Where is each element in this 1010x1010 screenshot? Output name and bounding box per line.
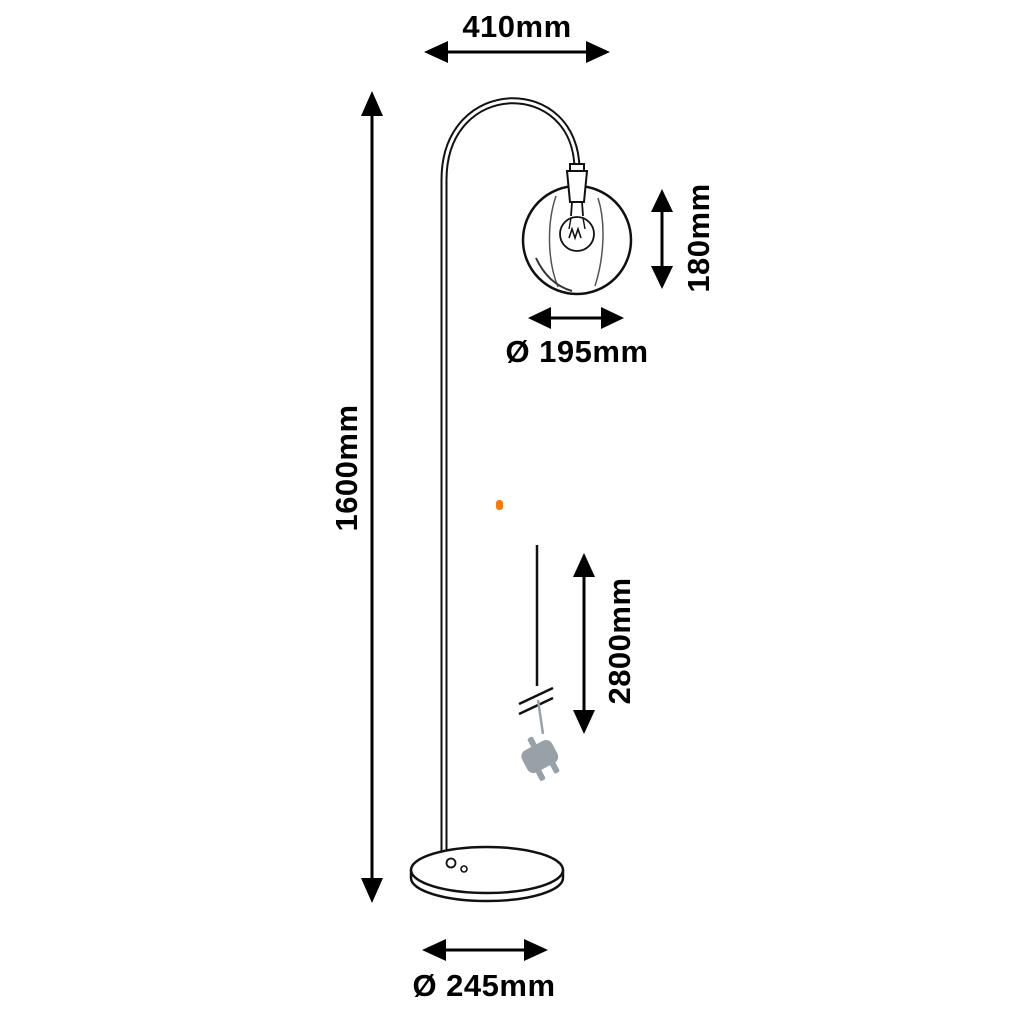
power-cable-illustration [518, 545, 560, 781]
plug-icon [521, 736, 560, 781]
bulb [559, 201, 595, 252]
lamp-pole-arc [440, 97, 581, 862]
label-cable-length: 2800mm [602, 577, 637, 705]
dim-arrow-cable-length [573, 553, 595, 734]
dim-arrow-shade-height [651, 189, 673, 289]
lamp-base [409, 845, 565, 903]
dim-arrow-base-diameter [422, 939, 548, 961]
label-arm-reach: 410mm [462, 9, 572, 44]
dim-arrow-total-height [361, 91, 383, 903]
label-total-height: 1600mm [329, 404, 364, 532]
lamp-socket [565, 163, 589, 203]
dim-arrow-shade-diameter [528, 307, 624, 329]
label-shade-height: 180mm [681, 183, 716, 293]
label-shade-diameter: Ø 195mm [505, 334, 649, 369]
accent-dot [496, 500, 503, 510]
dim-arrow-arm-reach [424, 41, 610, 63]
label-base-diameter: Ø 245mm [412, 968, 556, 1003]
floor-lamp-illustration [409, 97, 633, 903]
